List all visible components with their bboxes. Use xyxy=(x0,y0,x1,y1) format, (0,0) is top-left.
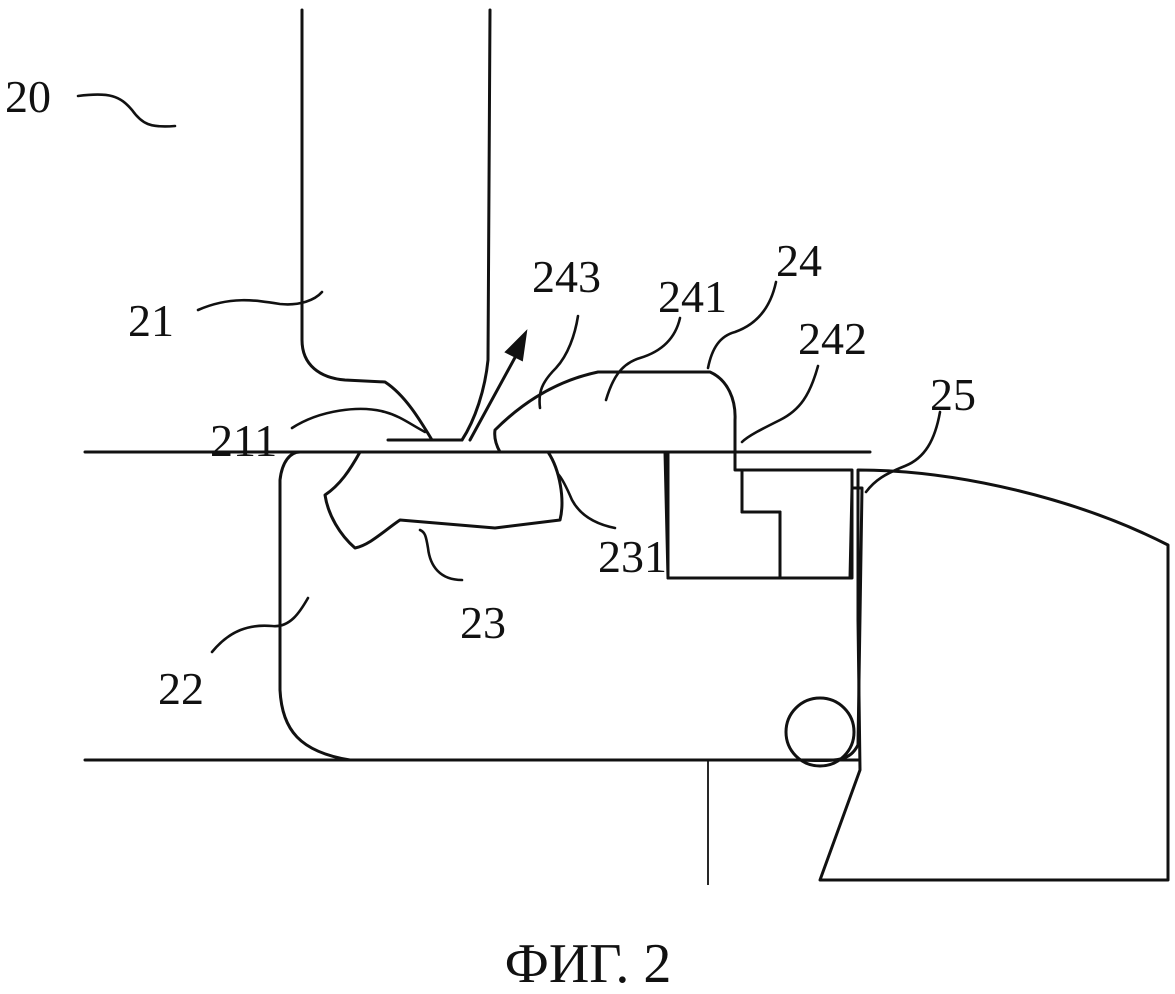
insert-part-23 xyxy=(323,450,564,550)
leader-243 xyxy=(538,314,580,410)
label-20: 20 xyxy=(5,71,51,122)
leader-23 xyxy=(418,528,464,582)
ring-part-24 xyxy=(493,370,782,580)
leader-25 xyxy=(864,410,942,494)
label-22: 22 xyxy=(158,663,204,714)
figure-caption: ФИГ. 2 xyxy=(505,933,672,994)
housing-part-25 xyxy=(818,468,1170,882)
label-243: 243 xyxy=(532,251,601,302)
leader-20 xyxy=(76,93,177,128)
leader-22 xyxy=(210,596,310,654)
insert-part-242 xyxy=(740,468,854,580)
label-241: 241 xyxy=(658,271,727,322)
o-ring xyxy=(784,696,856,768)
label-23: 23 xyxy=(460,597,506,648)
label-24: 24 xyxy=(776,235,822,286)
leader-21 xyxy=(196,290,324,312)
leader-24 xyxy=(706,280,778,370)
leader-211 xyxy=(290,407,427,434)
leader-242 xyxy=(740,364,820,444)
label-242: 242 xyxy=(798,313,867,364)
label-231: 231 xyxy=(598,531,667,582)
label-25: 25 xyxy=(930,369,976,420)
seal-body-part-22 xyxy=(278,450,864,763)
label-21: 21 xyxy=(128,295,174,346)
leader-241 xyxy=(604,316,682,402)
plate-part-21 xyxy=(300,8,492,442)
label-211: 211 xyxy=(210,415,277,466)
leader-231 xyxy=(556,472,617,530)
flow-arrow xyxy=(468,350,520,442)
arrow-head-icon xyxy=(504,329,528,362)
